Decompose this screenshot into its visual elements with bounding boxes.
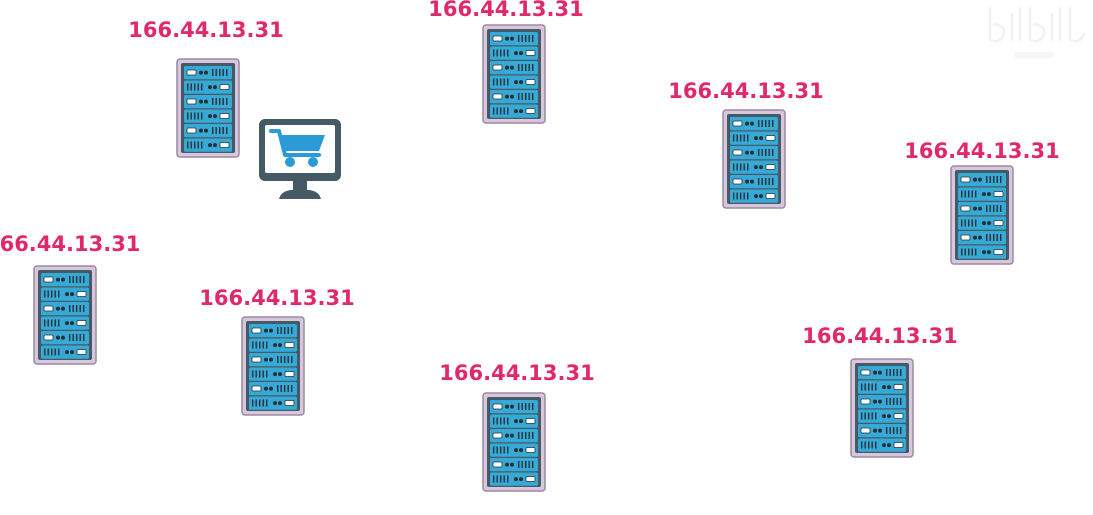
server-1[interactable]	[176, 58, 240, 158]
server-rack-icon	[482, 24, 546, 124]
server-3[interactable]	[722, 109, 786, 209]
server-2[interactable]	[482, 24, 546, 124]
server-7-ip-label: 166.44.13.31	[439, 361, 595, 385]
server-rack-icon	[850, 358, 914, 458]
client-computer[interactable]	[257, 117, 343, 203]
server-2-ip-label: 166.44.13.31	[428, 0, 584, 21]
server-5-ip-label: 66.44.13.31	[0, 232, 141, 256]
server-3-ip-label: 166.44.13.31	[668, 79, 824, 103]
server-4-ip-label: 166.44.13.31	[904, 139, 1060, 163]
server-rack-icon	[241, 316, 305, 416]
server-8[interactable]	[850, 358, 914, 458]
server-8-ip-label: 166.44.13.31	[802, 324, 958, 348]
server-rack-icon	[950, 165, 1014, 265]
server-6[interactable]	[241, 316, 305, 416]
server-rack-icon	[722, 109, 786, 209]
server-rack-icon	[176, 58, 240, 158]
server-5[interactable]	[33, 265, 97, 365]
server-7[interactable]	[482, 392, 546, 492]
server-6-ip-label: 166.44.13.31	[199, 286, 355, 310]
shopping-cart-monitor-icon	[259, 119, 341, 199]
server-rack-icon	[33, 265, 97, 365]
server-1-ip-label: 166.44.13.31	[128, 18, 284, 42]
bilibili-watermark-icon	[984, 0, 1093, 70]
server-4[interactable]	[950, 165, 1014, 265]
server-rack-icon	[482, 392, 546, 492]
